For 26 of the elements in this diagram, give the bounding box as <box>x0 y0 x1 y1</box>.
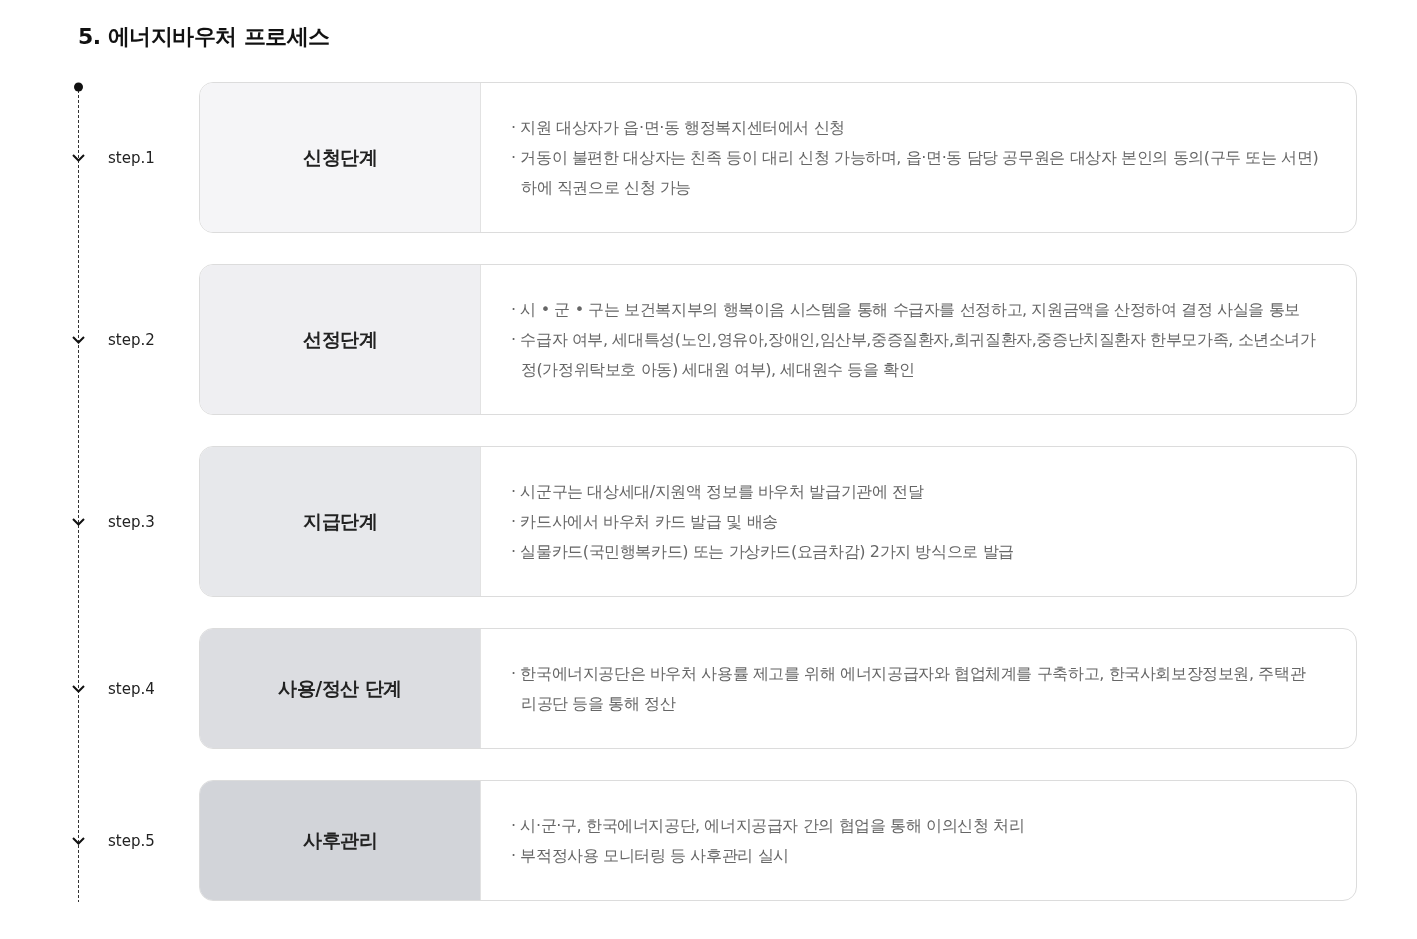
bullet-text: · 수급자 여부, 세대특성(노인,영유아,장애인,임산부,중증질환자,희귀질환자,중증난치질환자 한부모가족, 소년소녀가정(가정위탁보호 아동) 세대원 여부), 세대원수 등을 확인 <box>511 328 1317 381</box>
bullet-text: · 시 • 군 • 구는 보건복지부의 행복이음 시스템을 통해 수급자를 선정하고, 지원금액을 산정하여 결정 사실을 통보 <box>511 298 1301 321</box>
step-card <box>199 446 1357 597</box>
bullet-text: · 부적정사용 모니터링 등 사후관리 실시 <box>511 844 790 867</box>
bullet-text: · 카드사에서 바우처 카드 발급 및 배송 <box>511 510 779 533</box>
step-card <box>199 264 1357 415</box>
step-label: step.5 <box>108 830 155 851</box>
bullet-text: · 실물카드(국민행복카드) 또는 가상카드(요금차감) 2가지 방식으로 발급 <box>511 540 1015 563</box>
step-label: step.4 <box>108 678 155 699</box>
stage-title: 지급단계 <box>303 508 377 534</box>
bullet-text: · 거동이 불편한 대상자는 친족 등이 대리 신청 가능하며, 읍·면·동 담당 공무원은 대상자 본인의 동의(구두 또는 서면) 하에 직권으로 신청 가능 <box>511 146 1320 199</box>
step-card <box>199 628 1357 749</box>
step-label: step.2 <box>108 329 155 350</box>
stage-title: 사용/정산 단계 <box>278 675 402 701</box>
bullet-text: · 한국에너지공단은 바우처 사용률 제고를 위해 에너지공급자와 협업체계를 구축하고, 한국사회보장정보원, 주택관리공단 등을 통해 정산 <box>511 662 1307 715</box>
stage-title: 사후관리 <box>303 827 377 853</box>
bullet-text: · 시·군·구, 한국에너지공단, 에너지공급자 간의 협업을 통해 이의신청 처리 <box>511 814 1026 837</box>
step-label: step.1 <box>108 147 155 168</box>
diagram-title: 5. 에너지바우처 프로세스 <box>78 23 330 51</box>
bullet-text: · 지원 대상자가 읍·면·동 행정복지센터에서 신청 <box>511 116 846 139</box>
step-card <box>199 82 1357 233</box>
stage-title: 선정단계 <box>303 326 377 352</box>
step-label: step.3 <box>108 511 155 532</box>
bullet-text: · 시군구는 대상세대/지원액 정보를 바우처 발급기관에 전달 <box>511 480 925 503</box>
step-card <box>199 780 1357 901</box>
stage-title: 신청단계 <box>303 144 377 170</box>
